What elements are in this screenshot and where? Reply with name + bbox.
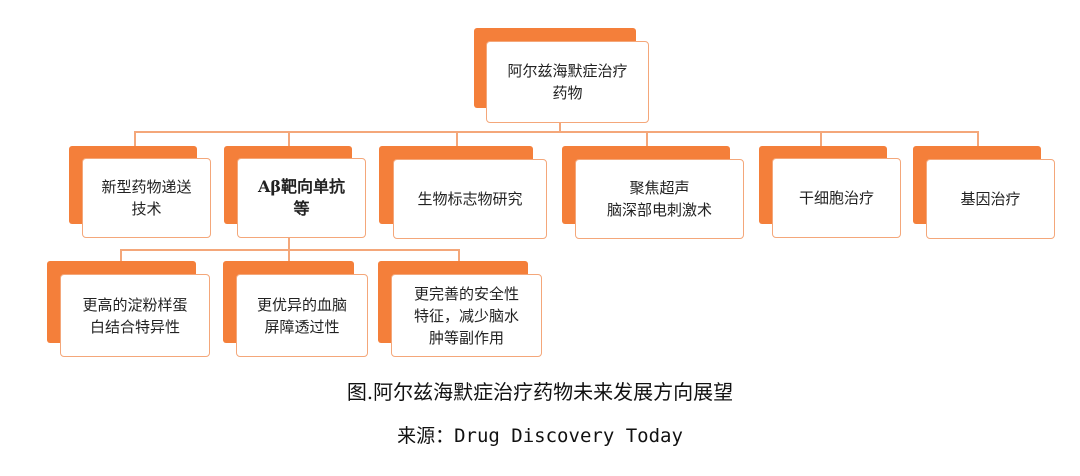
branch-node-drug-delivery: 新型药物递送 技术	[69, 146, 211, 238]
branch-label-biomarker: 生物标志物研究	[393, 159, 547, 239]
branch-node-stem-cell: 干细胞治疗	[759, 146, 901, 238]
connector-bottom-bus	[120, 249, 459, 251]
root-node: 阿尔兹海默症治疗 药物	[474, 28, 650, 124]
branch-label-ultrasound-dbs: 聚焦超声 脑深部电刺激术	[575, 159, 744, 239]
branch-label-stem-cell: 干细胞治疗	[772, 158, 901, 238]
branch-label-drug-delivery: 新型药物递送 技术	[82, 158, 211, 238]
root-node-label: 阿尔兹海默症治疗 药物	[486, 41, 649, 123]
connector-branch-3	[646, 131, 648, 147]
branch-node-abeta-antibody: Aβ靶向单抗 等	[224, 146, 366, 238]
sub-node-safety-profile: 更完善的安全性 特征，减少脑水 肿等副作用	[378, 261, 542, 357]
sub-label-amyloid-specificity: 更高的淀粉样蛋 白结合特异性	[60, 274, 210, 357]
sub-node-bbb-permeability: 更优异的血脑 屏障透过性	[223, 261, 368, 357]
branch-node-ultrasound-dbs: 聚焦超声 脑深部电刺激术	[562, 146, 744, 240]
sub-label-safety-profile: 更完善的安全性 特征，减少脑水 肿等副作用	[391, 274, 542, 357]
figure-source: 来源：Drug Discovery Today	[397, 425, 683, 447]
connector-branch-2	[456, 131, 458, 147]
figure-caption: 图.阿尔兹海默症治疗药物未来发展方向展望	[346, 380, 734, 404]
connector-sub-0	[120, 249, 122, 262]
sub-node-amyloid-specificity: 更高的淀粉样蛋 白结合特异性	[47, 261, 210, 357]
connector-branch-1	[288, 131, 290, 147]
connector-branch-5	[977, 131, 979, 147]
connector-top-bus	[134, 131, 978, 133]
connector-sub-2	[458, 249, 460, 262]
branch-label-gene-therapy: 基因治疗	[926, 159, 1055, 239]
connector-root-down	[559, 116, 561, 132]
connector-sub-1	[288, 249, 290, 262]
branch-node-gene-therapy: 基因治疗	[913, 146, 1055, 240]
connector-branch-4	[820, 131, 822, 147]
sub-label-bbb-permeability: 更优异的血脑 屏障透过性	[236, 274, 368, 357]
connector-ab-down	[288, 236, 290, 250]
branch-node-biomarker: 生物标志物研究	[379, 146, 547, 240]
connector-branch-0	[134, 131, 136, 147]
branch-label-abeta-antibody: Aβ靶向单抗 等	[237, 158, 366, 238]
